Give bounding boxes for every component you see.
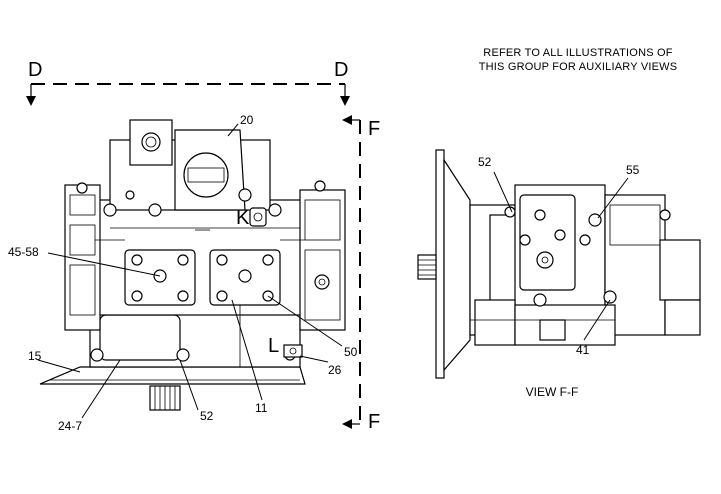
callout-15: 15 — [28, 349, 42, 363]
port-letter-k: K — [236, 207, 250, 229]
pump-front-view — [39, 119, 346, 411]
section-line-d — [26, 83, 350, 106]
callout-20: 20 — [240, 113, 254, 127]
section-mark-d-left: D — [28, 59, 42, 81]
arrow-head-icon — [26, 96, 36, 106]
callout-55: 55 — [626, 163, 640, 177]
section-mark-f-bottom: F — [368, 411, 380, 433]
view-label: VIEW F-F — [526, 385, 579, 399]
callout-52-main: 52 — [200, 409, 214, 423]
callout-11: 11 — [255, 401, 268, 415]
callout-50: 50 — [344, 345, 358, 359]
arrow-head-icon — [342, 115, 352, 125]
section-line-f — [342, 115, 361, 429]
note-line-1: REFER TO ALL ILLUSTRATIONS OF — [483, 47, 672, 59]
callout-24-7: 24-7 — [58, 419, 82, 433]
section-mark-f-top: F — [368, 118, 380, 140]
callout-52-side: 52 — [478, 155, 492, 169]
note-line-2: THIS GROUP FOR AUXILIARY VIEWS — [479, 61, 678, 73]
arrow-head-icon — [340, 96, 350, 106]
pump-side-view — [417, 149, 701, 379]
leader-lines — [37, 123, 629, 419]
arrow-head-icon — [342, 419, 352, 429]
callout-45-58: 45-58 — [8, 245, 39, 259]
callout-26: 26 — [328, 363, 342, 377]
section-mark-d-right: D — [334, 59, 348, 81]
callout-41: 41 — [576, 343, 590, 357]
port-letter-l: L — [268, 335, 279, 357]
